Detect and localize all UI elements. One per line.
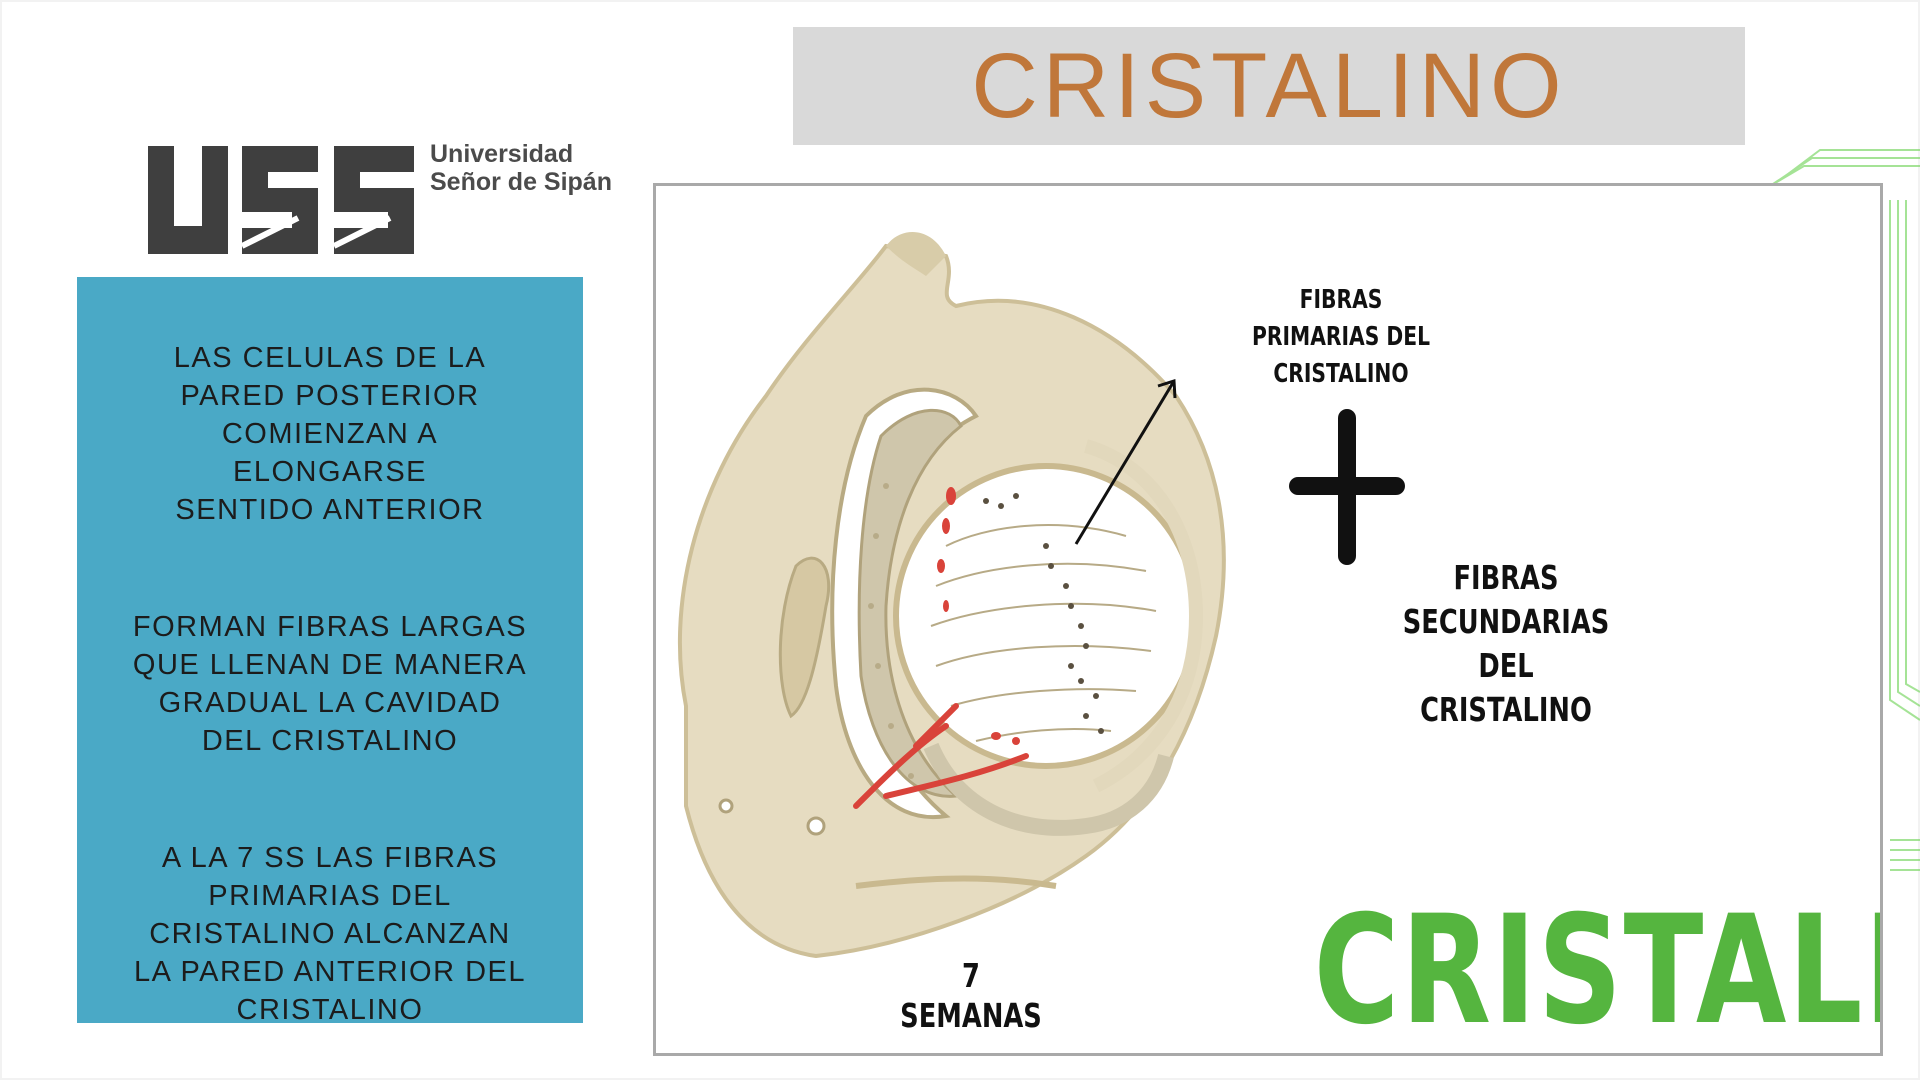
logo-line-2: Señor de Sipán <box>430 168 612 196</box>
paragraph-elongation: LAS CELULAS DE LA PARED POSTERIOR COMIEN… <box>173 342 487 526</box>
lens-illustration: FIBRAS PRIMARIAS DEL CRISTALINO FIBRAS S… <box>653 183 1883 1056</box>
paragraph-seven-weeks: A LA 7 SS LAS FIBRAS PRIMARIAS DEL CRIST… <box>134 842 526 1023</box>
uss-logo-mark <box>148 146 414 254</box>
logo-line-1: Universidad <box>430 140 574 168</box>
university-logo: Universidad Señor de Sipán <box>148 140 628 260</box>
paragraph-long-fibers: FORMAN FIBRAS LARGAS QUE LLENAN DE MANER… <box>132 611 528 757</box>
info-panel: LAS CELULAS DE LA PARED POSTERIOR COMIEN… <box>77 277 583 1023</box>
logo-wordmark: Universidad Señor de Sipán <box>430 140 612 196</box>
label-secondary-fibers: FIBRAS SECUNDARIAS DEL CRISTALINO <box>1402 558 1610 729</box>
slide-title: CRISTALINO <box>971 34 1567 137</box>
plus-icon <box>1289 409 1405 565</box>
optic-cup-drawing <box>677 232 1226 959</box>
decorative-green-lines <box>1759 149 1920 871</box>
eye-lens-drawing <box>677 232 1405 959</box>
label-primary-fibers: FIBRAS PRIMARIAS DEL CRISTALINO <box>1251 285 1431 389</box>
pointer-arrow <box>1074 378 1177 545</box>
label-seven-weeks: 7 SEMANAS <box>900 956 1042 1035</box>
big-green-heading: CRISTALINO <box>1313 884 1880 1056</box>
title-bar: CRISTALINO <box>793 27 1745 145</box>
